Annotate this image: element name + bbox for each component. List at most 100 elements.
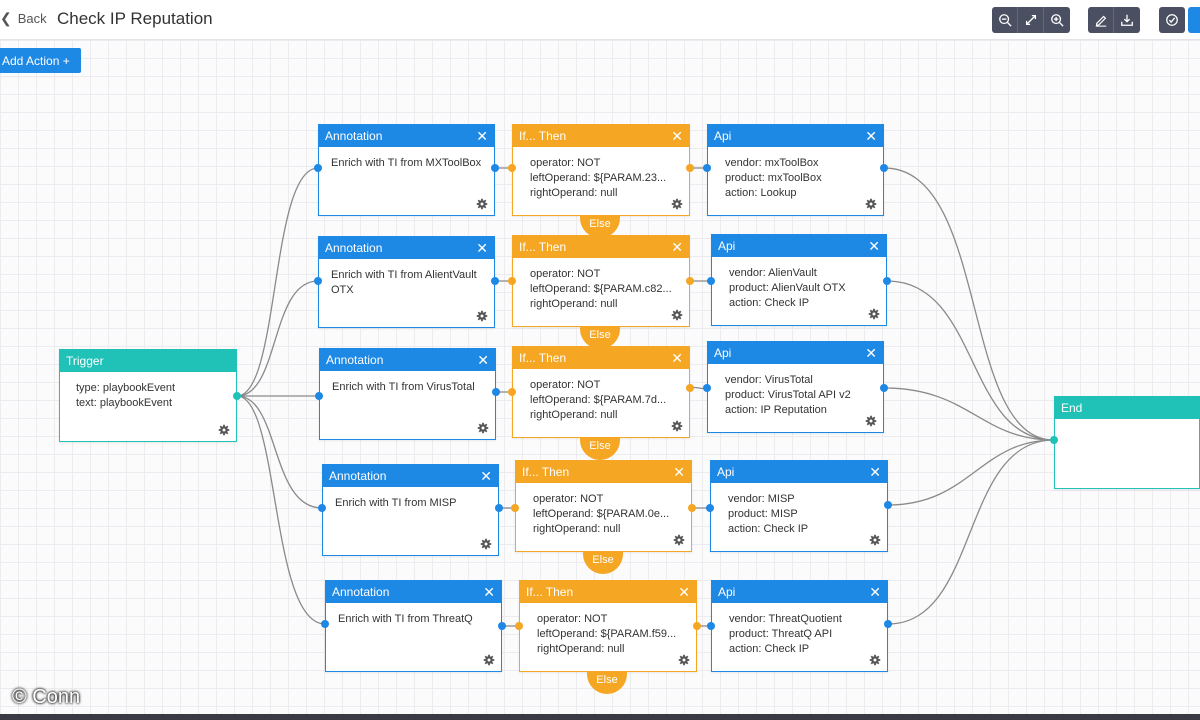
api-output-port[interactable] xyxy=(883,277,891,285)
gear-icon[interactable] xyxy=(865,415,877,427)
gear-icon[interactable] xyxy=(476,198,488,210)
api-node[interactable]: Api✕ vendor: AlienVault product: AlienVa… xyxy=(711,234,887,326)
ifthen-output-port[interactable] xyxy=(686,164,694,172)
gear-icon[interactable] xyxy=(865,198,877,210)
gear-icon[interactable] xyxy=(477,422,489,434)
api-input-port[interactable] xyxy=(703,164,711,172)
close-icon[interactable]: ✕ xyxy=(671,239,683,255)
else-branch-tab[interactable]: Else xyxy=(580,438,620,460)
gear-icon[interactable] xyxy=(869,654,881,666)
gear-icon[interactable] xyxy=(476,310,488,322)
close-icon[interactable]: ✕ xyxy=(477,352,489,368)
api-node[interactable]: Api✕ vendor: VirusTotal product: VirusTo… xyxy=(707,341,884,433)
api-output-port[interactable] xyxy=(880,384,888,392)
gear-icon[interactable] xyxy=(678,654,690,666)
close-icon[interactable]: ✕ xyxy=(671,128,683,144)
api-output-port[interactable] xyxy=(884,620,892,628)
annotation-node[interactable]: Annotation✕ Enrich with TI from ThreatQ xyxy=(325,580,502,672)
gear-icon[interactable] xyxy=(869,534,881,546)
back-button[interactable]: ❮ Back xyxy=(0,10,47,27)
gear-icon[interactable] xyxy=(480,538,492,550)
close-icon[interactable]: ✕ xyxy=(476,240,488,256)
trigger-node[interactable]: Trigger type: playbookEvent text: playbo… xyxy=(59,349,237,442)
ifthen-output-port[interactable] xyxy=(688,504,696,512)
end-node[interactable]: End xyxy=(1054,396,1200,489)
zoom-in-button[interactable] xyxy=(1044,7,1070,33)
annotation-input-port[interactable] xyxy=(315,392,323,400)
close-icon[interactable]: ✕ xyxy=(476,128,488,144)
annotation-output-port[interactable] xyxy=(491,164,499,172)
ifthen-node[interactable]: If... Then✕ operator: NOT leftOperand: $… xyxy=(515,460,692,552)
annotation-node[interactable]: Annotation✕ Enrich with TI from VirusTot… xyxy=(319,348,496,440)
ifthen-input-port[interactable] xyxy=(515,622,523,630)
download-button[interactable] xyxy=(1114,7,1140,33)
api-input-port[interactable] xyxy=(706,504,714,512)
validate-button[interactable] xyxy=(1159,7,1185,33)
annotation-output-port[interactable] xyxy=(498,622,506,630)
annotation-input-port[interactable] xyxy=(314,164,322,172)
close-icon[interactable]: ✕ xyxy=(673,464,685,480)
ifthen-output-port[interactable] xyxy=(693,622,701,630)
api-vendor: vendor: mxToolBox xyxy=(725,157,819,169)
close-icon[interactable]: ✕ xyxy=(480,468,492,484)
annotation-node[interactable]: Annotation✕ Enrich with TI from MXToolBo… xyxy=(318,124,495,216)
api-input-port[interactable] xyxy=(707,277,715,285)
ifthen-node[interactable]: If... Then✕ operator: NOT leftOperand: $… xyxy=(519,580,697,672)
annotation-node[interactable]: Annotation✕ Enrich with TI from AlientVa… xyxy=(318,236,495,328)
else-branch-tab[interactable]: Else xyxy=(580,327,620,349)
ifthen-output-port[interactable] xyxy=(686,277,694,285)
api-input-port[interactable] xyxy=(703,384,711,392)
annotation-input-port[interactable] xyxy=(314,277,322,285)
ifthen-input-port[interactable] xyxy=(508,388,516,396)
api-node[interactable]: Api✕ vendor: mxToolBox product: mxToolBo… xyxy=(707,124,884,216)
zoom-out-button[interactable] xyxy=(992,7,1018,33)
annotation-input-port[interactable] xyxy=(321,620,329,628)
close-icon[interactable]: ✕ xyxy=(868,238,880,254)
api-output-port[interactable] xyxy=(880,164,888,172)
annotation-output-port[interactable] xyxy=(495,504,503,512)
gear-icon[interactable] xyxy=(673,534,685,546)
annotation-output-port[interactable] xyxy=(491,277,499,285)
api-node[interactable]: Api✕ vendor: MISP product: MISP action: … xyxy=(710,460,888,552)
gear-icon[interactable] xyxy=(218,424,230,436)
else-branch-tab[interactable]: Else xyxy=(583,552,623,574)
ifthen-operator: operator: NOT xyxy=(530,268,601,280)
gear-icon[interactable] xyxy=(671,309,683,321)
else-branch-tab[interactable]: Else xyxy=(580,216,620,238)
close-icon[interactable]: ✕ xyxy=(865,128,877,144)
close-icon[interactable]: ✕ xyxy=(671,350,683,366)
gear-icon[interactable] xyxy=(868,308,880,320)
close-icon[interactable]: ✕ xyxy=(869,584,881,600)
edit-controls xyxy=(1088,7,1140,33)
save-button[interactable] xyxy=(1188,7,1200,33)
gear-icon[interactable] xyxy=(671,198,683,210)
gear-icon[interactable] xyxy=(483,654,495,666)
end-input-port[interactable] xyxy=(1050,436,1058,444)
ifthen-output-port[interactable] xyxy=(686,384,694,392)
gear-icon[interactable] xyxy=(671,420,683,432)
fit-button[interactable] xyxy=(1018,7,1044,33)
trigger-header: Trigger xyxy=(60,350,236,372)
annotation-output-port[interactable] xyxy=(492,388,500,396)
api-product: product: mxToolBox xyxy=(725,172,822,184)
trigger-output-port[interactable] xyxy=(233,392,241,400)
add-action-button[interactable]: Add Action + xyxy=(0,48,81,73)
api-output-port[interactable] xyxy=(884,501,892,509)
ifthen-node[interactable]: If... Then✕ operator: NOT leftOperand: $… xyxy=(512,346,690,438)
close-icon[interactable]: ✕ xyxy=(869,464,881,480)
ifthen-input-port[interactable] xyxy=(511,504,519,512)
edit-button[interactable] xyxy=(1088,7,1114,33)
close-icon[interactable]: ✕ xyxy=(483,584,495,600)
annotation-input-port[interactable] xyxy=(318,504,326,512)
else-branch-tab[interactable]: Else xyxy=(587,672,627,694)
ifthen-input-port[interactable] xyxy=(508,277,516,285)
api-node[interactable]: Api✕ vendor: ThreatQuotient product: Thr… xyxy=(711,580,888,672)
api-input-port[interactable] xyxy=(707,622,715,630)
ifthen-input-port[interactable] xyxy=(508,164,516,172)
wire-api-end-1 xyxy=(883,167,1055,441)
ifthen-node[interactable]: If... Then✕ operator: NOT leftOperand: $… xyxy=(512,124,690,216)
annotation-node[interactable]: Annotation✕ Enrich with TI from MISP xyxy=(322,464,499,556)
close-icon[interactable]: ✕ xyxy=(865,345,877,361)
close-icon[interactable]: ✕ xyxy=(678,584,690,600)
ifthen-node[interactable]: If... Then✕ operator: NOT leftOperand: $… xyxy=(512,235,690,327)
